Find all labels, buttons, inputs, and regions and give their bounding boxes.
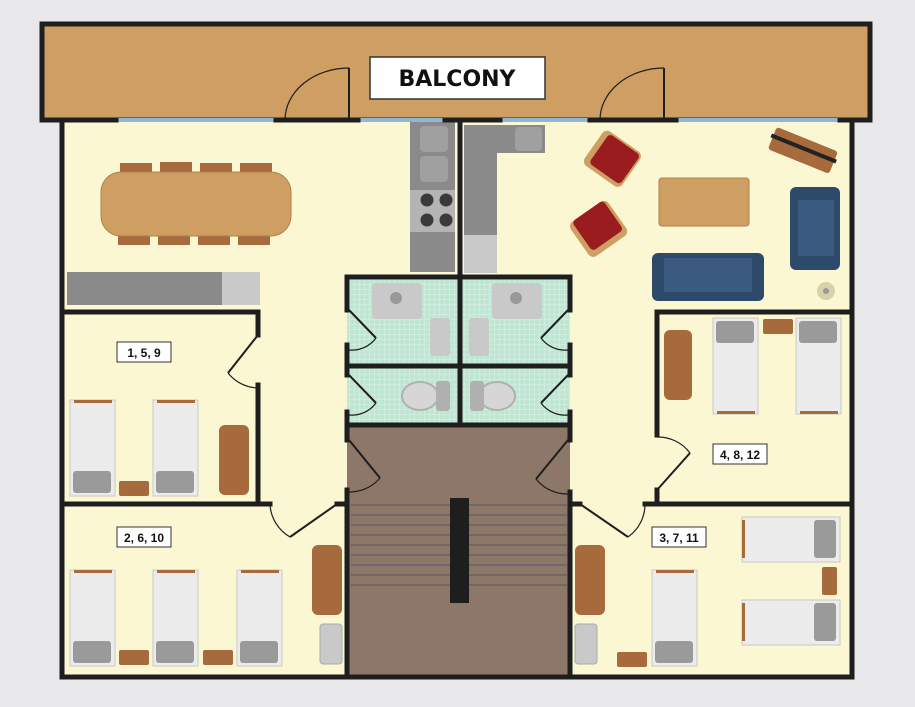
living-area <box>570 127 840 301</box>
sofa-chair <box>790 187 840 270</box>
balcony-door-left[interactable] <box>284 67 350 121</box>
wardrobe <box>664 330 692 400</box>
room-label-text: 1, 5, 9 <box>127 346 161 360</box>
balcony: BALCONY <box>39 21 873 123</box>
room-label-3: 3, 7, 11 <box>651 526 707 548</box>
armchair <box>570 200 628 257</box>
wardrobe <box>575 545 605 615</box>
sink-icon <box>574 623 598 665</box>
sofa <box>652 253 764 301</box>
kitchen <box>410 122 545 273</box>
toilet-icon <box>401 381 439 411</box>
balcony-label-box <box>369 56 546 100</box>
walls <box>59 117 855 680</box>
shower-icon <box>430 318 450 356</box>
counter-end <box>222 272 260 305</box>
room-label-1: 1, 5, 9 <box>116 341 172 363</box>
door-bedroom-1[interactable] <box>227 334 259 389</box>
door-toilet-left[interactable] <box>348 374 377 416</box>
stair-railing <box>450 498 469 603</box>
wardrobe <box>312 545 342 615</box>
balcony-door-right[interactable] <box>599 67 665 121</box>
door-bedroom-3[interactable] <box>579 503 646 538</box>
room-label-text: 2, 6, 10 <box>124 531 164 545</box>
sink-icon <box>515 127 542 151</box>
door-stairwell-left[interactable] <box>348 439 381 493</box>
dining-table <box>100 171 292 237</box>
fridge-icon <box>464 235 497 273</box>
shower-icon <box>469 318 489 356</box>
bedroom-3 <box>574 516 841 667</box>
coffee-table <box>658 177 750 227</box>
counter <box>67 272 222 305</box>
door-toilet-right[interactable] <box>540 374 569 416</box>
door-bathroom-sink-right[interactable] <box>540 309 569 351</box>
room-label-4: 4, 8, 12 <box>712 443 768 465</box>
room-label-text: 4, 8, 12 <box>720 448 760 462</box>
room-label-2: 2, 6, 10 <box>116 526 172 548</box>
wardrobe <box>219 425 249 495</box>
stairwell <box>347 425 570 677</box>
sink-icon <box>319 623 343 665</box>
door-bedroom-4[interactable] <box>656 436 691 491</box>
room-label-text: 3, 7, 11 <box>659 531 699 545</box>
bedroom-2 <box>69 545 343 667</box>
doors <box>227 309 691 538</box>
door-stairwell-right[interactable] <box>535 439 569 495</box>
armchair <box>583 130 641 187</box>
sink-icon <box>420 156 448 182</box>
tv-stand <box>768 127 838 173</box>
bedroom-1 <box>69 399 249 497</box>
bedroom-4 <box>664 317 842 415</box>
door-bedroom-2[interactable] <box>269 503 338 538</box>
toilet-icon <box>478 381 516 411</box>
sink-icon <box>420 126 448 152</box>
bathroom-fixtures <box>372 283 542 411</box>
balcony-label: BALCONY <box>398 67 516 92</box>
door-bathroom-sink-left[interactable] <box>348 309 377 351</box>
dining-table-set <box>100 162 292 245</box>
